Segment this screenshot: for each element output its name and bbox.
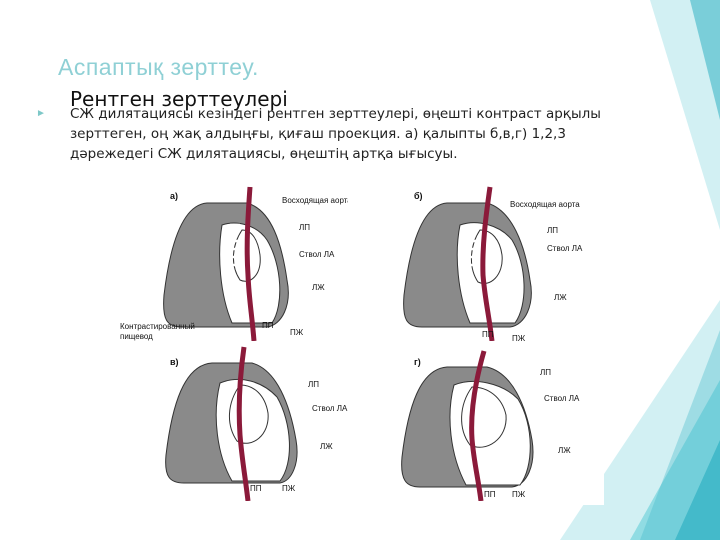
label-pzh: ПЖ <box>282 484 296 493</box>
label-lzh: ЛЖ <box>554 293 567 302</box>
label-lzh: ЛЖ <box>558 446 571 455</box>
lungs-illustration <box>165 362 298 484</box>
panel-c: в) ЛП Ствол ЛА ЛЖ ПП ПЖ <box>165 346 348 501</box>
label-pzh: ПЖ <box>512 334 526 341</box>
panel-a: а) Восходящая аорта ЛП Ствол ЛА ЛЖ ПП ПЖ… <box>120 186 348 341</box>
xray-figure: а) Восходящая аорта ЛП Ствол ЛА ЛЖ ПП ПЖ… <box>112 185 604 505</box>
panel-letter: а) <box>170 191 178 201</box>
lungs-illustration <box>163 202 289 328</box>
label-aorta: Восходящая аорта <box>282 196 348 205</box>
slide-subtitle: Рентген зерттеулері <box>70 87 288 111</box>
label-pzh: ПЖ <box>512 490 526 499</box>
label-lp: ЛП <box>308 380 319 389</box>
label-esophagus-1: Контрастированный <box>120 322 195 331</box>
label-la: Ствол ЛА <box>299 250 335 259</box>
label-lp: ЛП <box>547 226 558 235</box>
lungs-illustration <box>401 366 534 488</box>
panel-letter: г) <box>414 357 421 367</box>
label-lzh: ЛЖ <box>312 283 325 292</box>
lungs-illustration <box>403 202 532 328</box>
label-la: Ствол ЛА <box>312 404 348 413</box>
label-pp: ПП <box>250 484 262 493</box>
esophagus-line <box>480 186 495 341</box>
esophagus-line <box>469 350 487 501</box>
label-aorta: Восходящая аорта <box>510 200 580 209</box>
label-la: Ствол ЛА <box>547 244 583 253</box>
panel-letter: б) <box>414 191 423 201</box>
panel-b: б) Восходящая аорта ЛП Ствол ЛА ЛЖ ПП ПЖ <box>403 186 583 341</box>
label-lzh: ЛЖ <box>320 442 333 451</box>
slide-body-text: СЖ дилятациясы кезіндегі рентген зерттеу… <box>70 106 601 162</box>
label-pp: ПП <box>262 321 274 330</box>
label-pp: ПП <box>482 330 494 339</box>
label-pp: ПП <box>484 490 496 499</box>
triangle-bullet-icon: ► <box>36 108 46 119</box>
panel-d: г) ЛП Ствол ЛА ЛЖ ПП ПЖ <box>401 350 580 501</box>
slide-title: Аспаптық зерттеу. <box>58 54 259 80</box>
label-lp: ЛП <box>540 368 551 377</box>
panel-letter: в) <box>170 357 179 367</box>
esophagus-line <box>236 346 251 501</box>
label-lp: ЛП <box>299 223 310 232</box>
label-esophagus-2: пищевод <box>120 332 153 341</box>
label-la: Ствол ЛА <box>544 394 580 403</box>
esophagus-line <box>244 186 257 341</box>
label-pzh: ПЖ <box>290 328 304 337</box>
